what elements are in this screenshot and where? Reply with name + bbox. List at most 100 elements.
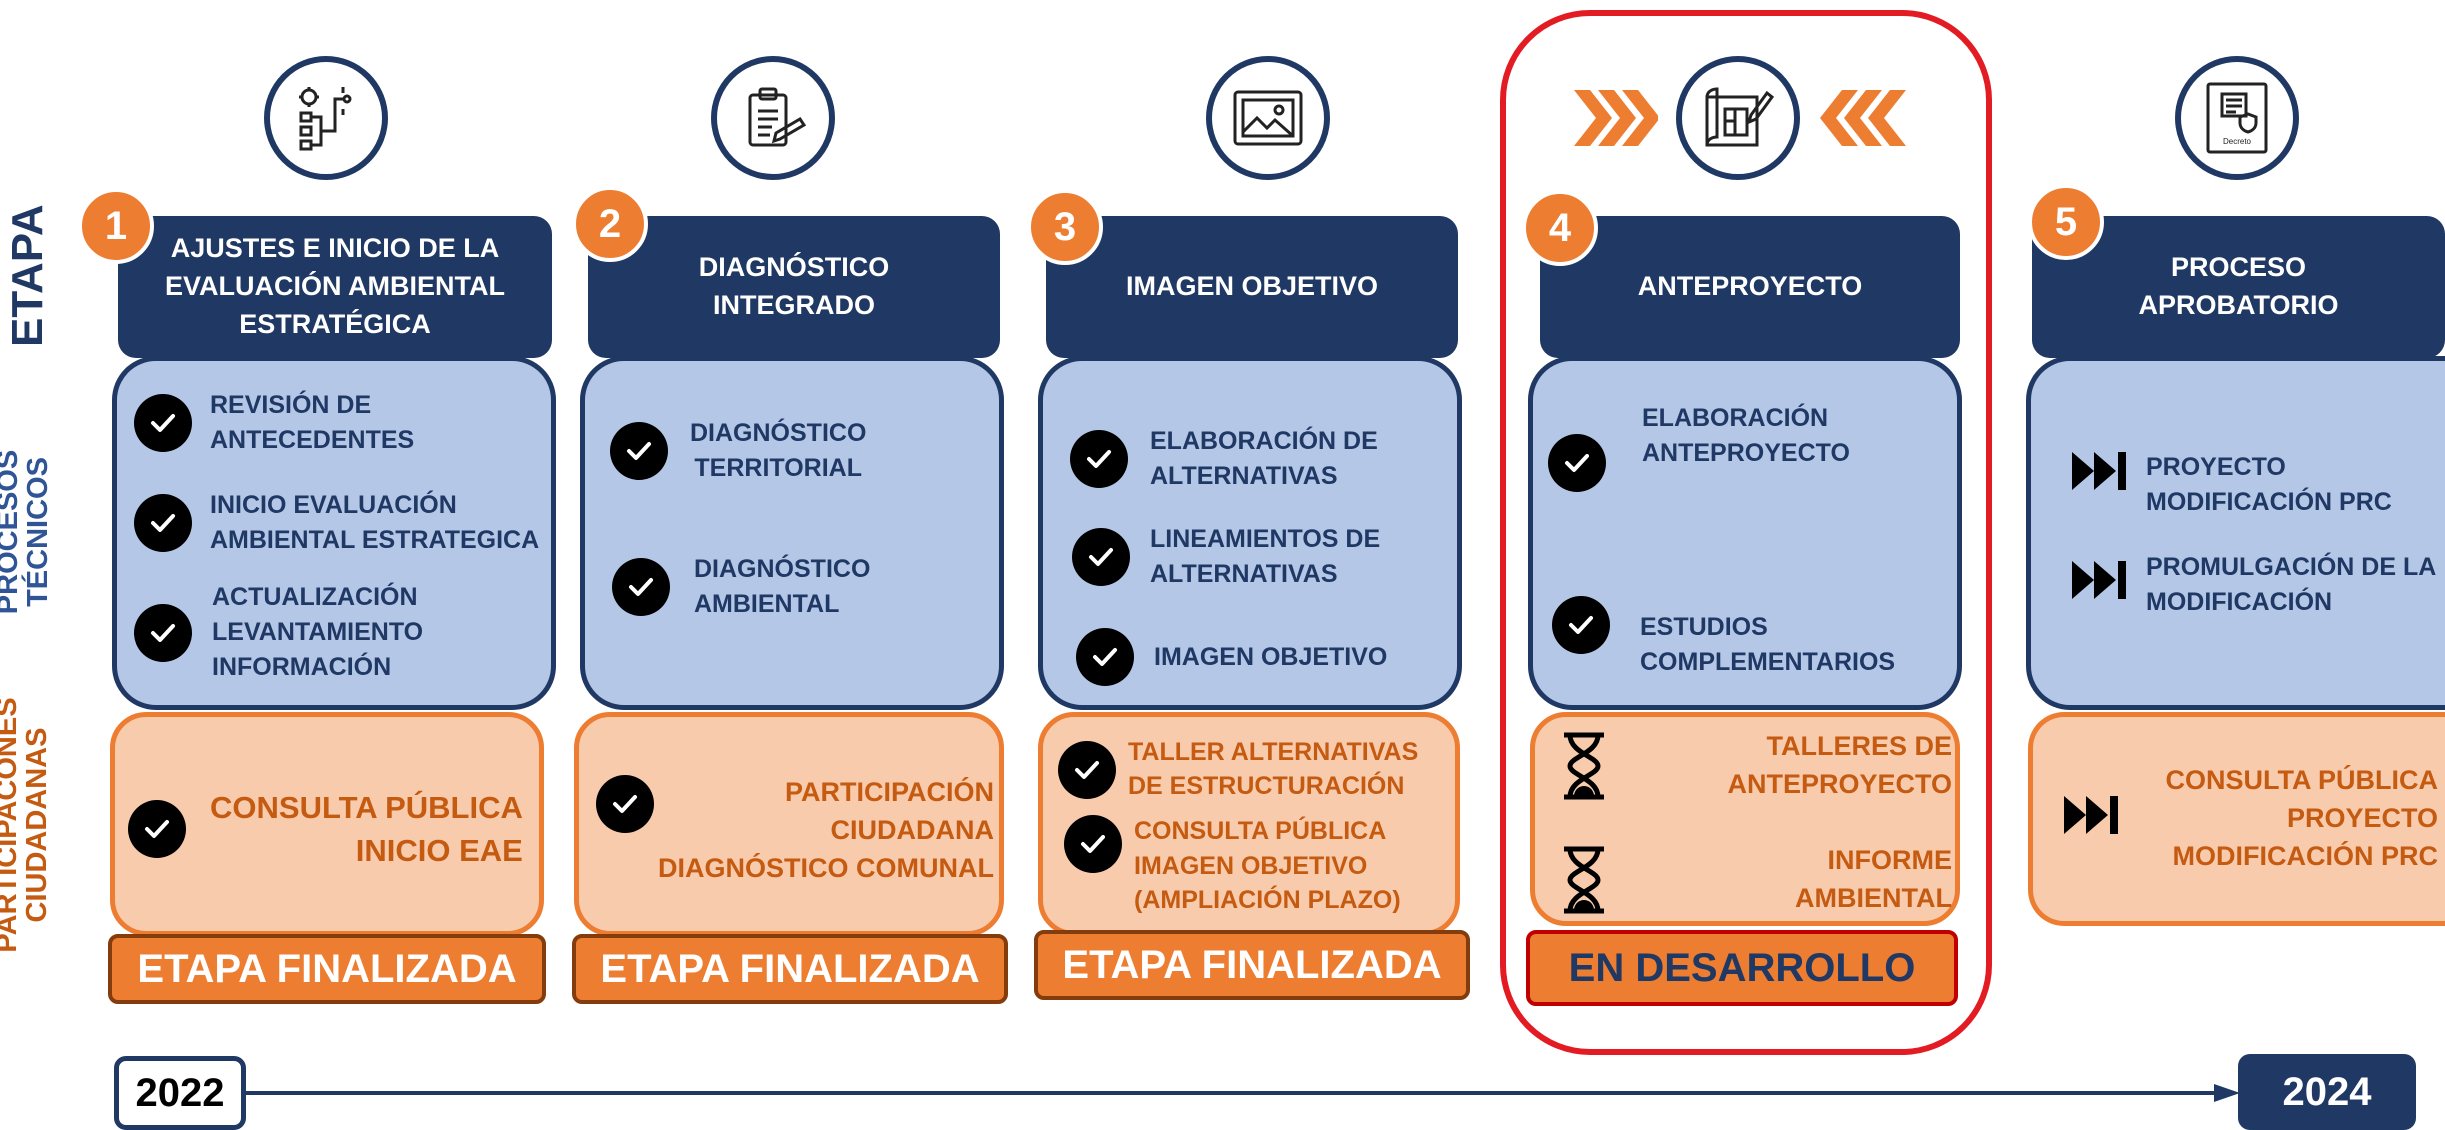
list-item: ESTUDIOS COMPLEMENTARIOS <box>1552 570 1895 680</box>
item-line: MODIFICACIÓN PRC <box>2172 840 2439 871</box>
list-item: ELABORACIÓN ANTEPROYECTO <box>1548 398 1850 492</box>
stage2-number-badge: 2 <box>572 186 648 262</box>
skip-forward-icon <box>2064 795 2118 834</box>
check-icon <box>1064 814 1122 873</box>
stage2-header-line: INTEGRADO <box>712 290 875 320</box>
check-icon <box>134 494 192 552</box>
stage5-header-line: PROCESO <box>2170 252 2306 283</box>
item-label: INFORME AMBIENTAL <box>1606 842 1952 918</box>
item-line: ACTUALIZACIÓN <box>212 583 418 611</box>
item-label: ELABORACIÓN DE ALTERNATIVAS <box>1150 424 1378 494</box>
procesos-line: PROCESOS <box>0 449 24 615</box>
list-item: DIAGNÓSTICO TERRITORIAL <box>610 416 866 486</box>
list-item: CONSULTA PÚBLICA INICIO EAE <box>128 786 523 873</box>
left-chevrons-icon <box>1820 90 1906 146</box>
item-line: ANTEPROYECTO <box>1727 768 1952 799</box>
blueprint-pencil-icon <box>1705 87 1775 147</box>
check-icon <box>596 774 654 833</box>
check-icon <box>1548 434 1606 492</box>
stage2-header: DIAGNÓSTICO INTEGRADO <box>588 216 1000 358</box>
stage4-technical-box <box>1528 356 1962 710</box>
stage4-highlight-frame <box>1500 10 1992 1055</box>
stage5-technical-box <box>2026 356 2445 710</box>
stage2-icon-circle <box>711 56 835 180</box>
list-item: REVISIÓN DE ANTECEDENTES <box>134 388 414 458</box>
stage4-icon-circle <box>1676 56 1800 180</box>
item-line: DE ESTRUCTURACIÓN <box>1128 771 1405 800</box>
item-line: INFORME <box>1827 845 1953 875</box>
check-icon <box>1058 740 1116 799</box>
item-label: IMAGEN OBJETIVO <box>1154 640 1387 675</box>
etapa-side-label: ETAPA <box>3 204 52 347</box>
item-label: PROYECTO MODIFICACIÓN PRC <box>2146 450 2392 520</box>
item-line: AMBIENTAL <box>1795 882 1952 913</box>
tecnicos-line: TÉCNICOS <box>22 457 55 607</box>
stage5-number-badge: 5 <box>2028 184 2104 260</box>
item-line: TERRITORIAL <box>694 454 862 482</box>
item-label: ELABORACIÓN ANTEPROYECTO <box>1642 401 1850 471</box>
ciudadanas-line: CIUDADANAS <box>21 727 54 923</box>
stage1-header: AJUSTES E INICIO DE LA EVALUACIÓN AMBIEN… <box>118 216 552 358</box>
stage1-status-badge: ETAPA FINALIZADA <box>108 934 546 1004</box>
item-line: IMAGEN OBJETIVO <box>1154 642 1388 671</box>
decree-document-icon: Decreto <box>2206 82 2268 154</box>
item-line: COMPLEMENTARIOS <box>1640 648 1896 676</box>
stage2-technical-box <box>580 356 1004 710</box>
stage4-citizen-box <box>1530 712 1960 926</box>
list-item: LINEAMIENTOS DE ALTERNATIVAS <box>1072 522 1380 592</box>
item-line: CONSULTA PÚBLICA <box>1134 817 1387 845</box>
stage3-header-line: IMAGEN OBJETIVO <box>1125 271 1379 302</box>
check-icon <box>134 394 192 452</box>
item-line: AMBIENTAL ESTRATEGICA <box>210 526 540 554</box>
stage5-icon-circle: Decreto <box>2175 56 2299 180</box>
item-label: REVISIÓN DE ANTECEDENTES <box>210 388 414 458</box>
participaciones-side-label: PARTICIPACÓNES CIUDADANAS <box>0 690 62 960</box>
hourglass-icon <box>1564 732 1604 800</box>
list-item: PARTICIPACIÓN CIUDADANA DIAGNÓSTICO COMU… <box>596 764 994 887</box>
stage2-header-line: DIAGNÓSTICO <box>698 252 890 283</box>
item-line: INICIO EAE <box>355 833 523 869</box>
item-label: CONSULTA PÚBLICA INICIO EAE <box>210 786 523 873</box>
item-label: PROMULGACIÓN DE LA MODIFICACIÓN <box>2146 550 2436 620</box>
item-line: IMAGEN OBJETIVO <box>1134 851 1368 880</box>
list-item: DIAGNÓSTICO AMBIENTAL <box>612 552 870 622</box>
item-line: PROMULGACIÓN DE LA <box>2146 553 2437 581</box>
item-line: DIAGNÓSTICO COMUNAL <box>658 852 994 883</box>
list-item: ELABORACIÓN DE ALTERNATIVAS <box>1070 424 1378 494</box>
check-icon <box>1552 596 1610 654</box>
list-item: IMAGEN OBJETIVO <box>1076 628 1387 686</box>
skip-forward-icon <box>2072 561 2126 599</box>
list-item: CONSULTA PÚBLICA PROYECTO MODIFICACIÓN P… <box>2064 762 2438 875</box>
skip-forward-icon <box>2072 452 2126 490</box>
stage3-status-badge: ETAPA FINALIZADA <box>1034 930 1470 1000</box>
timeline-end-year: 2024 <box>2238 1054 2416 1130</box>
item-label: DIAGNÓSTICO TERRITORIAL <box>690 416 866 486</box>
item-line: INFORMACIÓN <box>212 653 392 681</box>
stage2-status-badge: ETAPA FINALIZADA <box>572 934 1008 1004</box>
item-line: CONSULTA PÚBLICA <box>2165 765 2438 795</box>
clipboard-pen-icon <box>748 87 807 147</box>
stage5-header: PROCESO APROBATORIO <box>2032 216 2445 358</box>
check-icon <box>610 422 668 480</box>
check-icon <box>1072 528 1130 586</box>
item-line: TALLERES DE <box>1766 731 1952 761</box>
list-item: INFORME AMBIENTAL <box>1562 842 1952 918</box>
decree-caption: Decreto <box>2223 137 2252 146</box>
stage4-number-badge: 4 <box>1522 190 1598 266</box>
item-line: MODIFICACIÓN PRC <box>2146 488 2392 516</box>
stage3-icon-circle <box>1206 56 1330 180</box>
item-line: ESTUDIOS <box>1640 613 1768 641</box>
item-line: MODIFICACIÓN <box>2146 588 2333 616</box>
item-line: LINEAMIENTOS DE <box>1150 525 1381 553</box>
stage5-header-line: APROBATORIO <box>2138 290 2339 320</box>
check-icon <box>134 603 192 662</box>
check-icon <box>612 558 670 616</box>
list-item: INICIO EVALUACIÓN AMBIENTAL ESTRATEGICA <box>134 488 539 558</box>
timeline-start-year: 2022 <box>114 1056 246 1130</box>
image-icon <box>1233 90 1303 146</box>
item-label: TALLER ALTERNATIVAS DE ESTRUCTURACIÓN <box>1128 736 1418 804</box>
item-label: PARTICIPACIÓN CIUDADANA DIAGNÓSTICO COMU… <box>610 774 994 887</box>
item-line: TALLER ALTERNATIVAS <box>1128 738 1419 766</box>
item-line: REVISIÓN DE <box>210 391 372 419</box>
item-line: ANTECEDENTES <box>210 426 415 454</box>
